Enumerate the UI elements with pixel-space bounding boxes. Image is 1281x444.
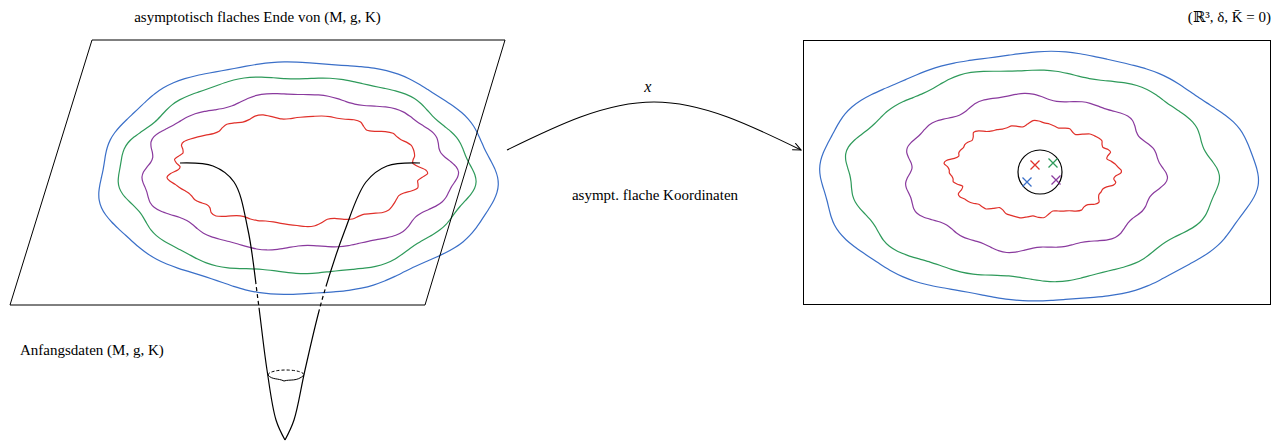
edge-label: x⃗	[644, 78, 664, 96]
mapping-arrow	[507, 102, 801, 150]
cross-marker	[1049, 159, 1058, 168]
plane-outline	[10, 40, 505, 305]
funnel	[180, 163, 420, 440]
level-curve	[167, 115, 428, 227]
map-caption: asympt. flache Koordinaten	[572, 186, 738, 204]
level-curve	[944, 121, 1121, 218]
plane-outline	[804, 41, 1271, 305]
neck-ellipse-back	[268, 370, 304, 375]
funnel-wall-hidden	[180, 283, 285, 311]
ball	[1018, 150, 1062, 194]
cross-marker	[1052, 176, 1061, 185]
panel-heading: asymptotisch flaches Ende von (M, g, K)	[134, 8, 381, 26]
level-curve	[846, 70, 1220, 282]
euclidean-panel: (ℝ³, δ, K̄ = 0)	[803, 40, 1271, 305]
panel-outline	[10, 40, 505, 305]
cross-marker	[1031, 161, 1040, 170]
point-markers	[1023, 159, 1061, 187]
funnel-wall-hidden	[285, 283, 420, 311]
level-curve	[820, 51, 1259, 301]
funnel-wall	[285, 163, 420, 440]
level-curve	[118, 77, 476, 273]
level-curve	[142, 94, 459, 250]
funnel-wall	[180, 163, 285, 440]
plane-panel: asymptotisch flaches Ende von (M, g, K)	[10, 40, 505, 305]
neck-ellipse-front	[268, 375, 304, 381]
panel-outline	[803, 40, 1271, 305]
initial-data-label: Anfangsdaten (M, g, K)	[20, 341, 164, 359]
cross-marker	[1023, 178, 1032, 187]
level-curves-right	[820, 51, 1259, 301]
level-curve	[906, 93, 1168, 252]
panel-heading: (ℝ³, δ, K̄ = 0)	[1188, 8, 1271, 26]
